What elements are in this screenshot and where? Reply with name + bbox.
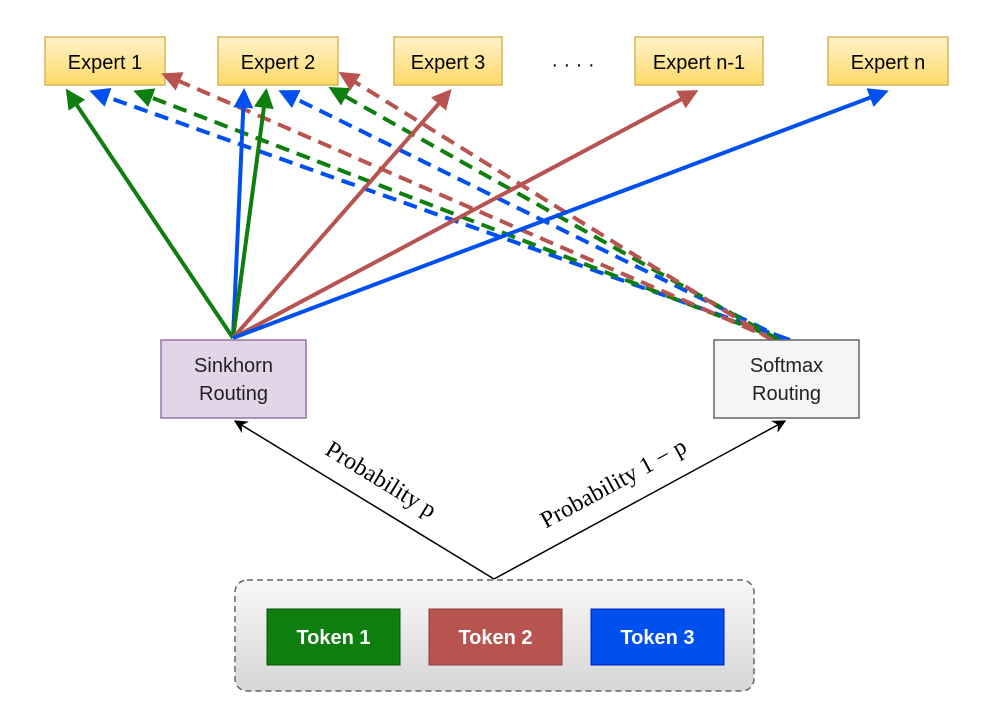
sinkhorn-route-token1-expert2 [231,88,274,339]
token-group: Token 1 Token 2 Token 3 [234,579,755,692]
sinkhorn-routes [65,88,889,340]
expert-1-label: Expert 1 [68,52,142,74]
softmax-routes [89,71,791,342]
sinkhorn-route-token1-expert1 [65,88,235,340]
expert-n: Expert n [827,36,949,86]
expert-1: Expert 1 [44,36,166,86]
expert-2-label: Expert 2 [241,52,315,74]
sinkhorn-label-line1: Sinkhorn [194,355,273,377]
experts-ellipsis: · · · · [551,54,594,76]
sinkhorn-route-token3-expert-n [232,88,889,340]
softmax-route-token3-expert2 [278,90,787,342]
softmax-route-token2-expert2 [338,71,774,342]
token-2-label: Token 2 [458,627,532,649]
sinkhorn-routing-box: Sinkhorn Routing [160,339,307,419]
expert-3: Expert 3 [393,36,503,86]
token-3: Token 3 [590,608,725,666]
token-2: Token 2 [428,608,563,666]
expert-2: Expert 2 [217,36,339,86]
softmax-label-line2: Routing [752,383,821,405]
sinkhorn-route-token3-expert2 [231,88,254,339]
softmax-routing-box: Softmax Routing [713,339,860,419]
softmax-route-token2-expert1 [161,72,776,342]
expert-n-1-label: Expert n-1 [653,52,745,74]
softmax-label-line1: Softmax [750,355,823,377]
token-1-label: Token 1 [296,627,370,649]
expert-n-label: Expert n [851,52,925,74]
branch-to-sinkhorn [233,420,495,580]
token-3-label: Token 3 [620,627,694,649]
expert-n-1: Expert n-1 [634,36,764,86]
softmax-route-token1-expert2 [328,87,780,342]
sinkhorn-route-token2-expert3 [231,88,452,340]
probability-branches [233,420,787,580]
sinkhorn-route-token2-expert-n-1 [232,90,699,340]
branch-to-softmax [493,420,787,580]
expert-3-label: Expert 3 [411,52,485,74]
token-1: Token 1 [266,608,401,666]
softmax-route-token1-expert1 [133,88,783,342]
sinkhorn-label-line2: Routing [199,383,268,405]
